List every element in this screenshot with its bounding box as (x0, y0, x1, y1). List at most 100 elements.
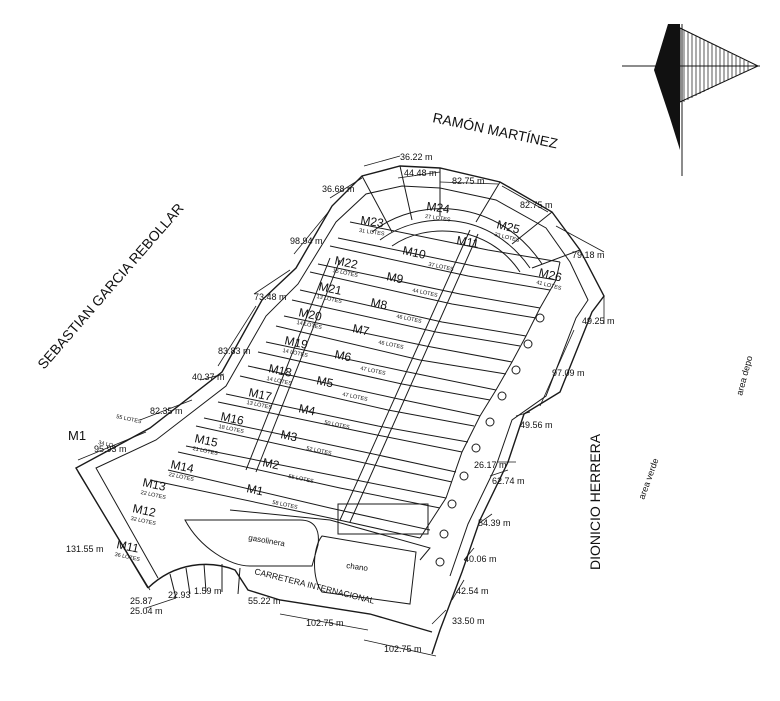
manzana-m8: M8 46 LOTES (369, 295, 423, 325)
plan-label: M15 (193, 431, 219, 450)
dim-label: 36.22 m (400, 152, 433, 162)
plan-label: M26 (537, 265, 563, 284)
plan-label: 14 LOTES (282, 348, 309, 359)
plan-label: M11 (115, 537, 140, 555)
dim-label: 62.74 m (492, 476, 525, 486)
dim-label: 25.87 (130, 596, 153, 606)
dim-label: 49.56 m (520, 420, 553, 430)
m1-outer-sub: 34 LO (98, 440, 115, 449)
plan-label: M19 (283, 333, 309, 352)
plan-label: M24 (426, 199, 451, 216)
plan-label: M6 (333, 347, 353, 364)
plan-label: 46 LOTES (396, 314, 423, 325)
dim-label: 83.83 m (218, 346, 251, 356)
dim-label: 55.22 m (248, 596, 281, 606)
dim-label: 36.68 m (322, 184, 355, 194)
plan-label: M13 (141, 475, 167, 494)
dim-label: 1.59 m (194, 586, 222, 596)
dim-label: 102.75 m (384, 644, 422, 654)
plan-label: M21 (317, 279, 343, 298)
manzana-m6: M6 47 LOTES (333, 347, 387, 377)
dim-label: 73.48 m (254, 292, 287, 302)
plan-label: 32 LOTES (130, 516, 157, 527)
dimension-labels: 36.22 m 44.48 m 82.75 m 36.68 m 82.75 m … (66, 152, 615, 654)
plan-label: M1 (245, 481, 265, 498)
dim-label: 97.09 m (552, 368, 585, 378)
plan-label: 31 LOTES (359, 228, 386, 238)
area-depo-label: area depo (734, 355, 754, 397)
m1-outer-lotes: 55 LOTES (116, 414, 143, 425)
plan-label: 47 LOTES (342, 392, 369, 403)
dim-label: 82.75 m (520, 200, 553, 210)
plan-label: 14 LOTES (296, 320, 323, 331)
plan-label: 50 LOTES (324, 420, 351, 431)
plan-label: M5 (315, 373, 335, 390)
property-boundary (75, 165, 605, 655)
dim-label: 98.94 m (290, 236, 323, 246)
dim-label: 49.25 m (582, 316, 615, 326)
dim-label: 82.35 m (150, 406, 183, 416)
manzana-m11-top: M11 (455, 233, 480, 251)
street-east: DIONICIO HERRERA (587, 433, 603, 570)
plan-label: M14 (169, 457, 195, 476)
dim-label: 82.75 m (452, 176, 485, 186)
dim-label: 131.55 m (66, 544, 104, 554)
dim-label: 54.39 m (478, 518, 511, 528)
block-grid (149, 165, 581, 605)
plan-label: 52 LOTES (306, 446, 333, 457)
plan-label: M3 (279, 427, 299, 444)
plan-label: M20 (297, 305, 323, 324)
manzana-m1-outer: M1 (68, 428, 86, 443)
plan-label: M23 (360, 213, 385, 230)
plan-label: 55 LOTES (288, 474, 315, 485)
plan-label: 44 LOTES (412, 288, 439, 299)
plan-label: M9 (385, 269, 405, 286)
street-west: SEBASTIAN GARCIA REBOLLAR (34, 200, 186, 372)
plan-label: 22 LOTES (168, 472, 195, 483)
dim-label: 40.06 m (464, 554, 497, 564)
street-north: RAMÓN MARTÍNEZ (431, 109, 559, 151)
dim-label: 44.48 m (404, 168, 437, 178)
dim-label: 40.37 m (192, 372, 225, 382)
plan-label: 47 LOTES (360, 366, 387, 377)
plan-label: M10 (401, 243, 427, 262)
dim-label: 22.93 (168, 590, 191, 600)
dim-label: 79.18 m (572, 250, 605, 260)
dim-label: 33.50 m (452, 616, 485, 626)
gasolinera-label: gasolinera (248, 533, 286, 548)
plan-label: 15 LOTES (332, 268, 359, 279)
chano-label: chano (346, 561, 369, 573)
plan-label: M16 (219, 409, 245, 428)
plan-label: M25 (495, 217, 521, 236)
plan-label: M8 (369, 295, 389, 312)
plan-label: 37 LOTES (428, 262, 455, 273)
dim-label: 25.04 m (130, 606, 163, 616)
manzana-m9: M9 44 LOTES (385, 269, 439, 299)
north-arrow-icon (622, 24, 760, 176)
plan-label: M11 (455, 233, 480, 251)
plan-label: 13 LOTES (246, 400, 273, 411)
plan-label: 46 LOTES (378, 340, 405, 351)
plan-label: M17 (247, 385, 273, 404)
dim-label: 26.17 m (474, 460, 507, 470)
plan-label: M12 (131, 501, 157, 520)
